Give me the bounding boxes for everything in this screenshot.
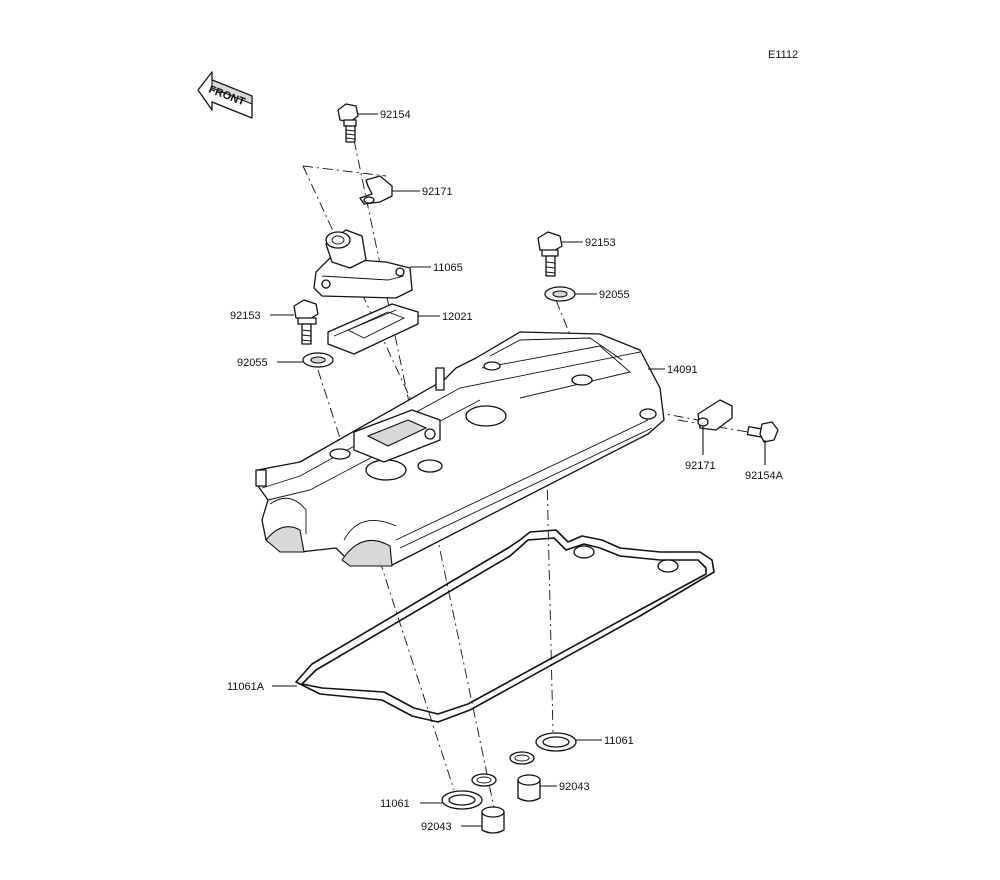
seal-11061-right [509,732,577,765]
bolt-92154A [746,421,779,443]
leader-lines [270,113,766,827]
bolt-92153-left [293,299,319,345]
bolt-92153-right [537,231,563,277]
dowel-92043-left [481,806,505,834]
callout-11061-right: 11061 [604,735,634,747]
seal-11061-left [441,773,497,810]
callout-92055-right: 92055 [599,289,630,301]
clamp-92171-top [359,175,393,205]
gasket-12021 [327,303,419,355]
callout-92171-top: 92171 [422,186,453,198]
callout-92154A: 92154A [745,470,784,482]
gasket-11061A [295,529,715,723]
clamp-92171-side [697,399,733,431]
callout-92171-side: 92171 [685,460,716,472]
callout-92043-left: 92043 [421,821,452,833]
diagram-code: E1112 [768,49,798,61]
bolt-92154 [337,103,359,143]
callout-92154: 92154 [380,109,411,121]
callout-92043-right: 92043 [559,781,590,793]
callout-11061-left: 11061 [380,798,410,810]
dowel-92043-right [517,774,541,802]
callout-11065: 11065 [433,262,463,274]
washer-92055-left [302,352,334,368]
callout-12021: 12021 [442,311,473,323]
callout-11061A: 11061A [227,681,265,693]
callout-92055-left: 92055 [237,357,268,369]
breather-cover-11065 [313,229,413,299]
front-arrow-icon: FRONT [197,71,253,119]
washer-92055-right [544,286,576,302]
callout-14091: 14091 [667,364,698,376]
head-cover-14091 [255,331,665,567]
callout-92153-right: 92153 [585,237,616,249]
callout-92153-left: 92153 [230,310,261,322]
